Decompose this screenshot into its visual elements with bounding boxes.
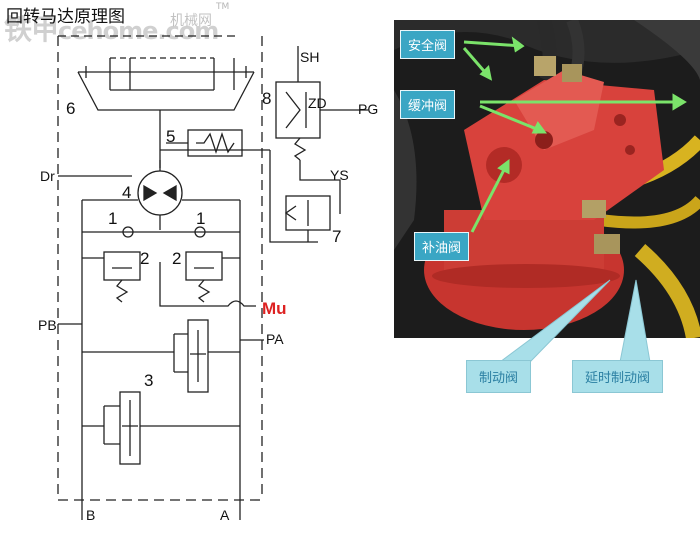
callout-makeup-valve: 补油阀 [414, 232, 470, 261]
label-sh: SH [300, 49, 319, 65]
label-5: 5 [166, 127, 175, 146]
label-pg: PG [358, 101, 378, 117]
watermark-text: 铁甲 [4, 13, 59, 46]
hydraulic-schematic: SH ZD PG Dr YS PB PA B A Mu 1 1 2 2 3 4 … [38, 35, 378, 523]
label-pb: PB [38, 317, 57, 333]
label-ys: YS [330, 167, 349, 183]
label-b: B [86, 507, 95, 523]
label-dr: Dr [40, 168, 55, 184]
label-a: A [220, 507, 230, 523]
callout-brake-valve: 制动阀 [466, 360, 532, 393]
label-7: 7 [332, 227, 341, 246]
label-1-right: 1 [196, 209, 205, 228]
callout-delay-brake-valve: 延时制动阀 [572, 360, 664, 393]
watermark-site: cehome.com [58, 17, 219, 45]
label-3: 3 [144, 371, 153, 390]
bottom-callout-connectors [498, 279, 651, 363]
watermark-sub: 机械网 [170, 13, 212, 29]
label-4: 4 [122, 183, 131, 202]
callout-arrows [462, 36, 687, 233]
label-mu: Mu [262, 299, 287, 318]
label-2-left: 2 [140, 249, 149, 268]
label-pa: PA [266, 331, 284, 347]
label-6: 6 [66, 99, 75, 118]
watermark-tm: TM [216, 2, 230, 12]
diagram-title: 回转马达原理图 [6, 7, 125, 27]
watermark-logo: 铁甲cehome.com [4, 8, 219, 48]
label-1-left: 1 [108, 209, 117, 228]
label-zd: ZD [308, 95, 327, 111]
label-8: 8 [262, 89, 271, 108]
callout-safety-valve: 安全阀 [400, 30, 456, 59]
label-2-right: 2 [172, 249, 181, 268]
callout-buffer-valve: 缓冲阀 [400, 90, 456, 119]
